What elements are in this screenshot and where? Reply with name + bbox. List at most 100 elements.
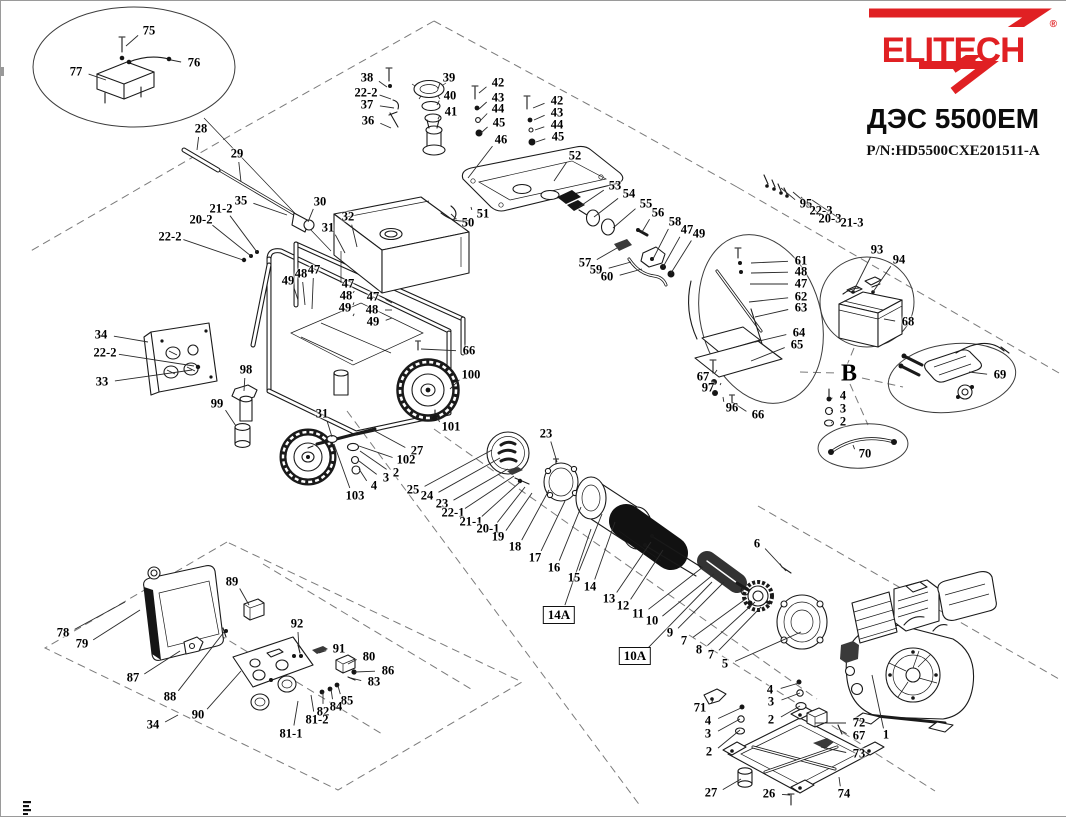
leader-line bbox=[312, 278, 313, 309]
leader-line bbox=[380, 95, 391, 99]
part-label: 2 bbox=[706, 745, 712, 760]
leader-line bbox=[481, 127, 488, 133]
control-panel-drawing bbox=[144, 566, 357, 710]
leader-line bbox=[720, 383, 721, 385]
part-label: 3 bbox=[705, 727, 711, 742]
part-label: 25 bbox=[407, 483, 420, 498]
leader-line bbox=[497, 487, 525, 523]
part-label: 54 bbox=[623, 187, 636, 202]
part-label: 30 bbox=[314, 195, 327, 210]
part-label: 70 bbox=[859, 447, 872, 462]
part-label: 76 bbox=[188, 56, 201, 71]
part-label: 32 bbox=[342, 210, 355, 225]
part-label: 10 bbox=[646, 614, 659, 629]
leader-line bbox=[386, 318, 392, 320]
leader-line bbox=[197, 137, 199, 150]
starter-motor-drawing bbox=[899, 343, 1010, 399]
part-label: 77 bbox=[70, 65, 83, 80]
leader-line bbox=[579, 190, 604, 207]
leader-line bbox=[535, 127, 544, 130]
part-label: 56 bbox=[652, 206, 665, 221]
boxed-callout-label: 10A bbox=[619, 647, 651, 665]
leader-line bbox=[359, 469, 367, 481]
leader-line bbox=[749, 298, 788, 302]
view-letter-label: B bbox=[841, 361, 857, 388]
leader-line bbox=[294, 701, 298, 726]
leader-line bbox=[594, 198, 618, 217]
part-label: 22-2 bbox=[94, 346, 117, 361]
part-label: 2 bbox=[393, 466, 399, 481]
leader-line bbox=[969, 372, 987, 374]
part-label: 7 bbox=[708, 648, 714, 663]
part-label: 34 bbox=[95, 328, 108, 343]
part-label: 96 bbox=[726, 401, 739, 416]
boxed-callout-label: 14A bbox=[543, 606, 575, 624]
leader-line bbox=[649, 567, 704, 609]
part-label: 63 bbox=[795, 301, 808, 316]
logo-text: ELITECH bbox=[847, 33, 1059, 68]
leader-line bbox=[75, 602, 125, 629]
registered-mark: ® bbox=[1050, 19, 1057, 30]
leader-line bbox=[439, 458, 501, 492]
part-label: 89 bbox=[226, 575, 239, 590]
leader-line bbox=[723, 397, 724, 402]
part-label: 53 bbox=[609, 179, 622, 194]
part-label: 14 bbox=[584, 580, 597, 595]
leader-line bbox=[559, 507, 581, 561]
part-label: 36 bbox=[362, 114, 375, 129]
leader-line bbox=[533, 103, 545, 108]
leader-line bbox=[831, 410, 832, 411]
part-label: 5 bbox=[722, 657, 728, 672]
part-label: 97 bbox=[702, 381, 715, 396]
part-label: 88 bbox=[164, 690, 177, 705]
part-label: 60 bbox=[601, 270, 614, 285]
part-label: 12 bbox=[617, 599, 630, 614]
leader-line bbox=[781, 188, 795, 200]
leader-line bbox=[253, 203, 287, 215]
part-label: 3 bbox=[383, 471, 389, 486]
leader-line bbox=[613, 209, 636, 228]
leader-line bbox=[522, 490, 549, 540]
part-label: 39 bbox=[443, 71, 456, 86]
leader-line bbox=[707, 602, 755, 646]
leader-line bbox=[482, 482, 520, 517]
leader-line bbox=[454, 469, 509, 500]
part-label: 16 bbox=[548, 561, 561, 576]
part-label: 4 bbox=[371, 479, 377, 494]
part-label: 3 bbox=[768, 695, 774, 710]
leader-line bbox=[541, 501, 565, 551]
leader-line bbox=[114, 336, 148, 342]
part-label: 46 bbox=[495, 133, 508, 148]
leader-line bbox=[334, 444, 350, 488]
part-label: 33 bbox=[96, 375, 109, 390]
part-label: 45 bbox=[493, 116, 506, 131]
part-label: 8 bbox=[696, 643, 702, 658]
part-label: 94 bbox=[893, 253, 906, 268]
part-label: 92 bbox=[291, 617, 304, 632]
leader-line bbox=[755, 310, 788, 318]
part-label: 90 bbox=[192, 708, 205, 723]
leader-line bbox=[617, 542, 651, 593]
part-label: 75 bbox=[143, 24, 156, 39]
handle-bracket-drawing bbox=[97, 37, 171, 103]
leader-line bbox=[226, 410, 237, 426]
leader-line bbox=[171, 60, 181, 62]
part-label: 101 bbox=[442, 420, 461, 435]
leader-line bbox=[353, 314, 354, 316]
part-label: 93 bbox=[871, 243, 884, 258]
battery-drawing bbox=[839, 277, 902, 347]
part-label: 31 bbox=[316, 407, 329, 422]
part-label: 78 bbox=[57, 626, 70, 641]
part-label: 86 bbox=[382, 664, 395, 679]
part-label: 58 bbox=[669, 215, 682, 230]
part-label: 67 bbox=[853, 729, 866, 744]
leader-line bbox=[751, 272, 788, 273]
part-label: 1 bbox=[883, 728, 889, 743]
leader-line bbox=[380, 106, 394, 108]
leader-line bbox=[239, 162, 241, 182]
part-label: 26 bbox=[763, 787, 776, 802]
leader-line bbox=[678, 582, 724, 628]
part-number-text: P/N:HD5500CXE201511-A bbox=[847, 143, 1059, 160]
leader-line bbox=[126, 35, 138, 46]
leader-line bbox=[380, 123, 391, 128]
